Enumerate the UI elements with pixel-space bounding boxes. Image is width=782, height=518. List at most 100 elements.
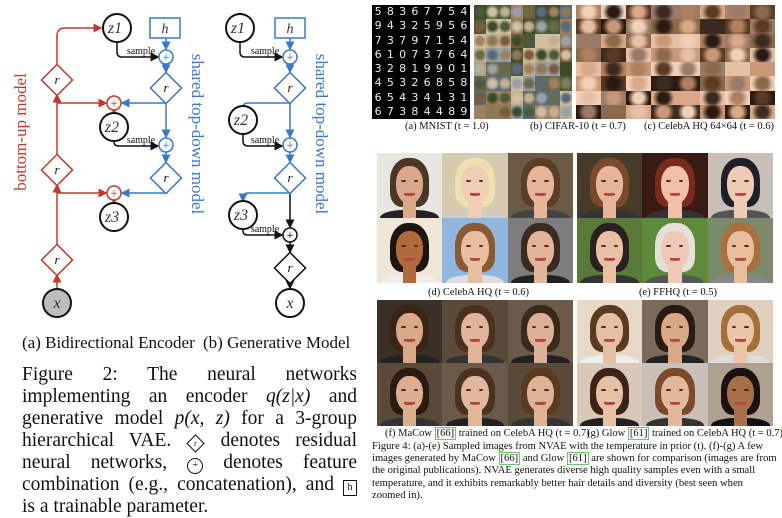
- z2-node: [99, 112, 129, 142]
- sample-image-tile: [547, 5, 560, 20]
- combine-node: [106, 185, 122, 201]
- sample-image-tile: [486, 76, 499, 91]
- sample-image-tile: [535, 76, 548, 91]
- sample-image-tile: [559, 90, 572, 105]
- sample-image-tile: [725, 62, 751, 77]
- sample-image-tile: [675, 62, 701, 77]
- subcaption-ffhq: (e) FFHQ (t = 0.5): [639, 287, 717, 298]
- sample-image-tile: [600, 104, 626, 119]
- svg-text:x: x: [285, 295, 293, 312]
- citation-link[interactable]: [61]: [566, 452, 589, 466]
- subcaption-macow: (f) MaCow [66] trained on CelebA HQ (t =…: [385, 427, 590, 440]
- svg-text:r: r: [163, 170, 169, 185]
- z1-node: [102, 13, 132, 43]
- mnist-digit: 8: [460, 76, 468, 90]
- sample-image-tile: [576, 90, 601, 105]
- sample-image-tile: [725, 5, 751, 20]
- sample-image-tile: [547, 104, 560, 119]
- mnist-digit: 3: [386, 33, 394, 47]
- mnist-digit: 3: [374, 62, 382, 75]
- top-down-path-b: [238, 38, 295, 203]
- face-sample-image: [707, 300, 773, 363]
- sample-image-tile: [675, 90, 701, 105]
- z2-node: [228, 105, 258, 135]
- mnist-digit: 8: [399, 62, 407, 75]
- z3-node: [228, 200, 258, 230]
- face-sample-image: [507, 300, 573, 363]
- sample-image-tile: [650, 104, 676, 119]
- sample-image-tile: [486, 104, 499, 119]
- top-down-label: shared top-down model: [312, 54, 331, 215]
- sample-image-tile: [675, 104, 701, 119]
- face-sample-image: [377, 153, 443, 218]
- mnist-digit: 7: [435, 47, 443, 61]
- sample-image-tile: [535, 47, 548, 62]
- face-sample-image: [377, 218, 443, 283]
- sample-label: sample: [251, 224, 280, 235]
- sample-image-tile: [523, 33, 536, 48]
- mnist-digit: 2: [386, 62, 394, 75]
- sample-image-tile: [600, 62, 626, 77]
- svg-text:h: h: [287, 22, 294, 37]
- sample-image-tile: [700, 76, 726, 91]
- sample-image-tile: [498, 76, 511, 91]
- mnist-digit: 1: [411, 62, 419, 75]
- sample-image-tile: [486, 19, 499, 34]
- mnist-digit: 6: [460, 19, 468, 33]
- h-box-icon: h: [343, 480, 357, 496]
- sample-image-tile: [547, 47, 560, 62]
- residual-block: [40, 63, 74, 97]
- citation-link[interactable]: [66]: [498, 452, 521, 466]
- mnist-digit: 4: [386, 19, 394, 33]
- mnist-digit: 5: [374, 5, 382, 18]
- sample-image-tile: [510, 104, 523, 119]
- sample-image-tile: [486, 5, 499, 20]
- sample-image-tile: [547, 33, 560, 48]
- sample-image-tile: [725, 19, 751, 34]
- sample-image-tile: [576, 76, 601, 91]
- mnist-digit: 4: [399, 90, 407, 104]
- mnist-digit: 2: [411, 76, 419, 90]
- mnist-digit: 4: [423, 104, 431, 118]
- sample-image-tile: [650, 76, 676, 91]
- face-sample-image: [642, 218, 708, 283]
- glow-samples-grid: [577, 300, 773, 426]
- mnist-digit: 4: [423, 90, 431, 104]
- sample-image-tile: [498, 5, 511, 20]
- svg-text:z3: z3: [233, 207, 248, 224]
- sample-image-tile: [535, 5, 548, 20]
- face-sample-image: [577, 363, 643, 426]
- mnist-digit: 3: [399, 5, 407, 18]
- sample-image-tile: [535, 104, 548, 119]
- sample-image-tile: [559, 76, 572, 91]
- sample-image-tile: [725, 33, 751, 48]
- svg-text:r: r: [287, 170, 293, 185]
- face-sample-image: [707, 218, 773, 283]
- mnist-digit: 5: [448, 76, 456, 90]
- sample-image-tile: [625, 76, 651, 91]
- sample-image-tile: [675, 76, 701, 91]
- mnist-digit: 5: [448, 19, 456, 33]
- sample-image-tile: [559, 62, 572, 77]
- top-down-path-a: [120, 38, 171, 198]
- svg-text:+: +: [110, 99, 118, 109]
- sample-image-tile: [725, 90, 751, 105]
- mnist-digit: 7: [423, 5, 431, 18]
- face-sample-image: [577, 300, 643, 363]
- sample-image-tile: [547, 19, 560, 34]
- sample-image-tile: [498, 90, 511, 105]
- z1-node: [225, 13, 255, 43]
- sample-image-tile: [498, 47, 511, 62]
- sample-image-tile: [700, 33, 726, 48]
- citation-link[interactable]: [66]: [434, 427, 457, 440]
- sample-image-tile: [523, 62, 536, 77]
- sample-image-tile: [559, 5, 572, 20]
- sample-image-tile: [700, 90, 726, 105]
- subcaption-b: (b) Generative Model: [203, 333, 351, 352]
- sample-image-tile: [650, 5, 676, 20]
- sample-image-tile: [625, 33, 651, 48]
- residual-diamond-icon: r: [186, 434, 206, 453]
- sample-image-tile: [576, 33, 601, 48]
- citation-link[interactable]: [61]: [627, 427, 650, 440]
- mnist-digit: 4: [460, 33, 468, 47]
